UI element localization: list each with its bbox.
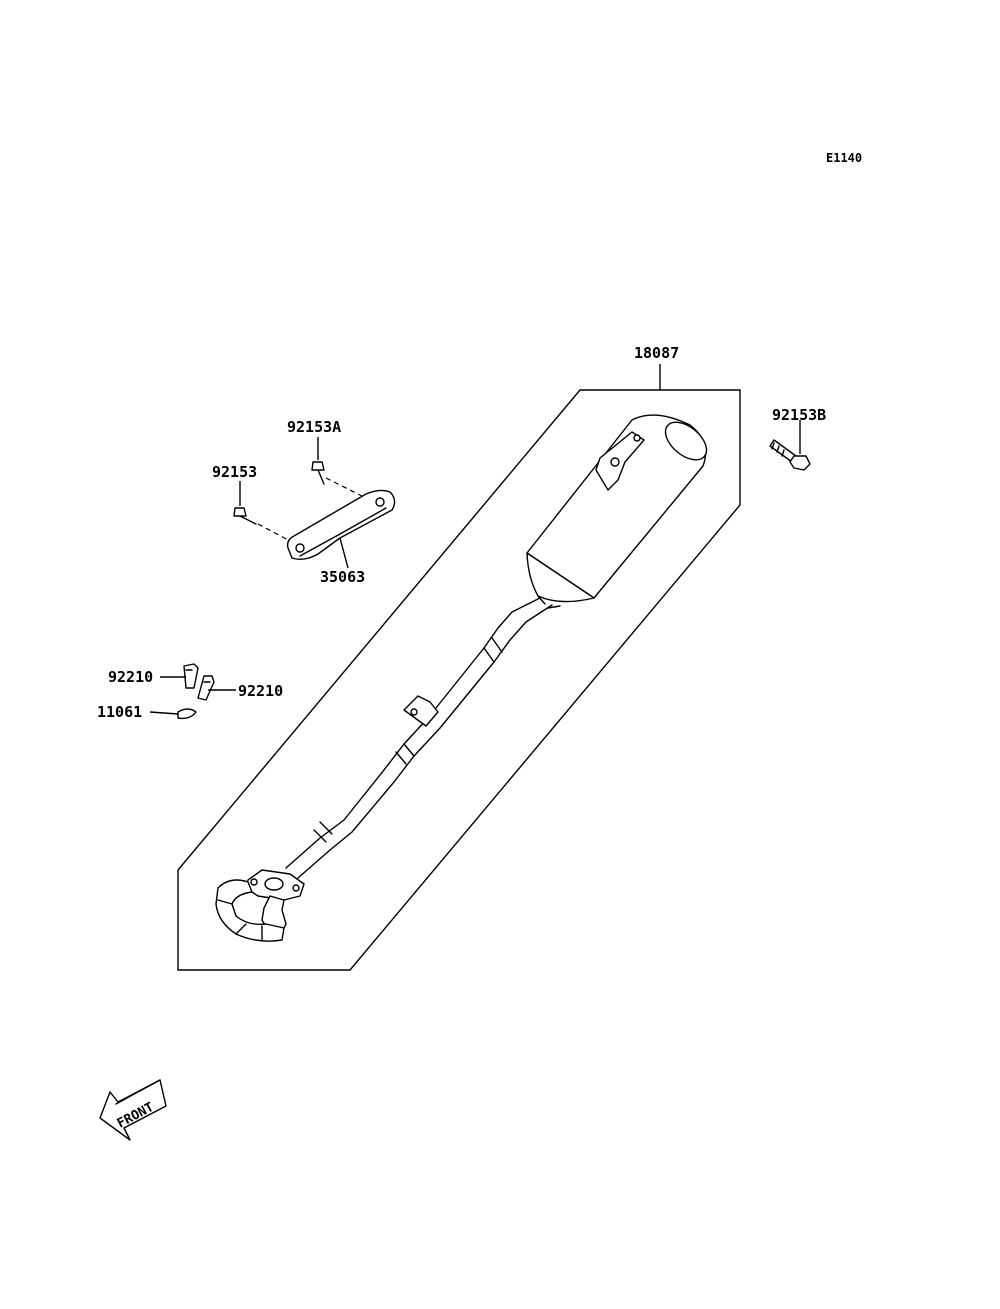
- muffler-assembly[interactable]: [215, 414, 713, 942]
- clip-92210-left[interactable]: [160, 663, 199, 689]
- label-clip-left[interactable]: 92210: [108, 668, 153, 686]
- clip-92210-right[interactable]: [197, 675, 236, 701]
- label-muffler[interactable]: 18087: [634, 344, 679, 362]
- label-gasket[interactable]: 11061: [97, 703, 142, 721]
- bolt-92153[interactable]: [233, 481, 293, 543]
- label-clip-right[interactable]: 92210: [238, 682, 283, 700]
- gasket-11061[interactable]: [149, 708, 197, 720]
- bolt-92153a[interactable]: [311, 437, 363, 497]
- label-bracket[interactable]: 35063: [320, 568, 365, 586]
- label-bolt[interactable]: 92153: [212, 463, 257, 481]
- muffler-group-outline: [177, 364, 741, 971]
- bracket-35063[interactable]: [286, 489, 396, 569]
- label-bolt-b[interactable]: 92153B: [772, 406, 826, 424]
- label-bolt-a[interactable]: 92153A: [287, 418, 341, 436]
- diagram-code: E1140: [826, 151, 862, 165]
- bolt-92153b[interactable]: [769, 420, 811, 471]
- front-arrow-icon: FRONT: [99, 1079, 167, 1141]
